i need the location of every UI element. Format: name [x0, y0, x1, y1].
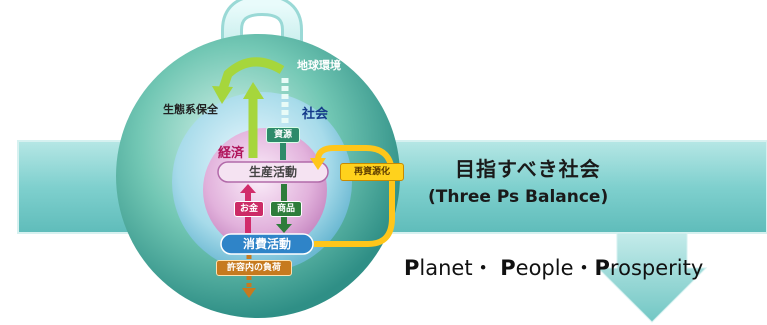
- people-rest: eople・: [515, 256, 595, 280]
- banner-title: 目指すべき社会: [455, 157, 601, 181]
- tag-money: お金: [234, 201, 264, 217]
- label-society: 社会: [302, 107, 329, 122]
- goods-arrowhead: [276, 224, 292, 233]
- production-pill: [217, 161, 329, 183]
- people-initial: P: [500, 256, 516, 280]
- prosperity-initial: P: [594, 256, 610, 280]
- label-economy: 経済: [218, 146, 245, 161]
- prosperity-rest: rosperity: [609, 256, 704, 280]
- label-production: 生産活動: [248, 165, 297, 179]
- load-arrowhead: [242, 288, 256, 298]
- tag-tolerable-load: 許容内の負荷: [216, 260, 292, 276]
- biodiversity-arrowhead-right: [243, 82, 264, 99]
- money-arrowhead: [240, 184, 256, 193]
- planet-initial: P: [404, 256, 420, 280]
- banner-subtitle: (Three Ps Balance): [428, 187, 609, 207]
- biodiversity-arrow-left: [217, 57, 285, 94]
- planet-rest: lanet・: [419, 256, 501, 280]
- tag-resources: 資源: [266, 127, 300, 143]
- biodiversity-arrowhead-left: [212, 86, 233, 104]
- label-consumption: 消費活動: [242, 237, 291, 251]
- economy-sphere: [203, 128, 327, 252]
- three-ps-pillars: Planet・ People・Prosperity: [404, 252, 703, 282]
- tag-goods: 商品: [270, 201, 302, 217]
- label-biodiversity: 生態系保全: [163, 103, 218, 116]
- recycling-loop: [314, 145, 395, 247]
- down-arrow-icon: [596, 232, 708, 323]
- consumption-pill: [220, 233, 314, 255]
- label-global-environment: 地球環境: [297, 59, 341, 72]
- tag-recycling: 再資源化: [340, 163, 404, 181]
- recycling-arrowhead: [310, 158, 326, 170]
